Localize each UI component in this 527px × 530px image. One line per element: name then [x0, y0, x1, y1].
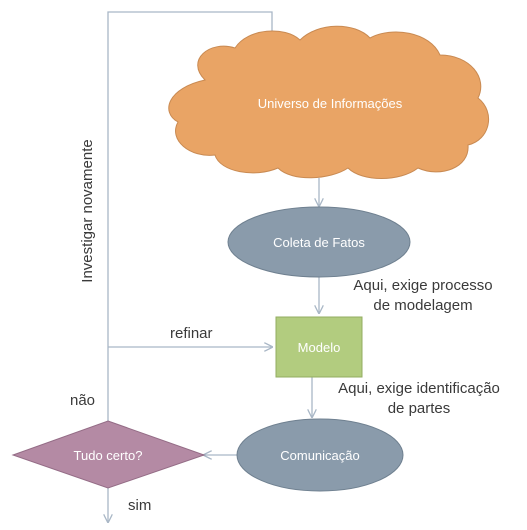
investigate-again-label: Investigar novamente	[79, 139, 96, 282]
parts-note-line1: Aqui, exige identificação	[338, 380, 500, 397]
universe-label: Universo de Informações	[258, 96, 403, 111]
modeling-note-line2: de modelagem	[373, 297, 472, 314]
parts-note-line2: de partes	[388, 400, 451, 417]
decision-node: Tudo certo?	[11, 420, 206, 489]
communication-node: Comunicação	[236, 418, 404, 492]
collection-label: Coleta de Fatos	[273, 235, 365, 250]
model-node: Modelo	[275, 316, 363, 378]
communication-label: Comunicação	[280, 448, 360, 463]
model-rect	[275, 316, 363, 378]
modeling-note-line1: Aqui, exige processo	[353, 277, 492, 294]
collection-node: Coleta de Fatos	[227, 206, 411, 278]
universe-node: Universo de Informações	[168, 25, 489, 179]
yes-label: sim	[128, 497, 151, 514]
decision-label: Tudo certo?	[74, 448, 143, 463]
no-label: não	[70, 392, 95, 409]
communication-ellipse	[236, 418, 404, 492]
model-label: Modelo	[298, 340, 341, 355]
connectors	[107, 11, 319, 522]
cloud-shape	[168, 25, 489, 179]
decision-diamond	[11, 420, 206, 489]
collection-ellipse	[227, 206, 411, 278]
refine-label: refinar	[170, 325, 213, 342]
investigate-again-connector	[107, 11, 272, 455]
